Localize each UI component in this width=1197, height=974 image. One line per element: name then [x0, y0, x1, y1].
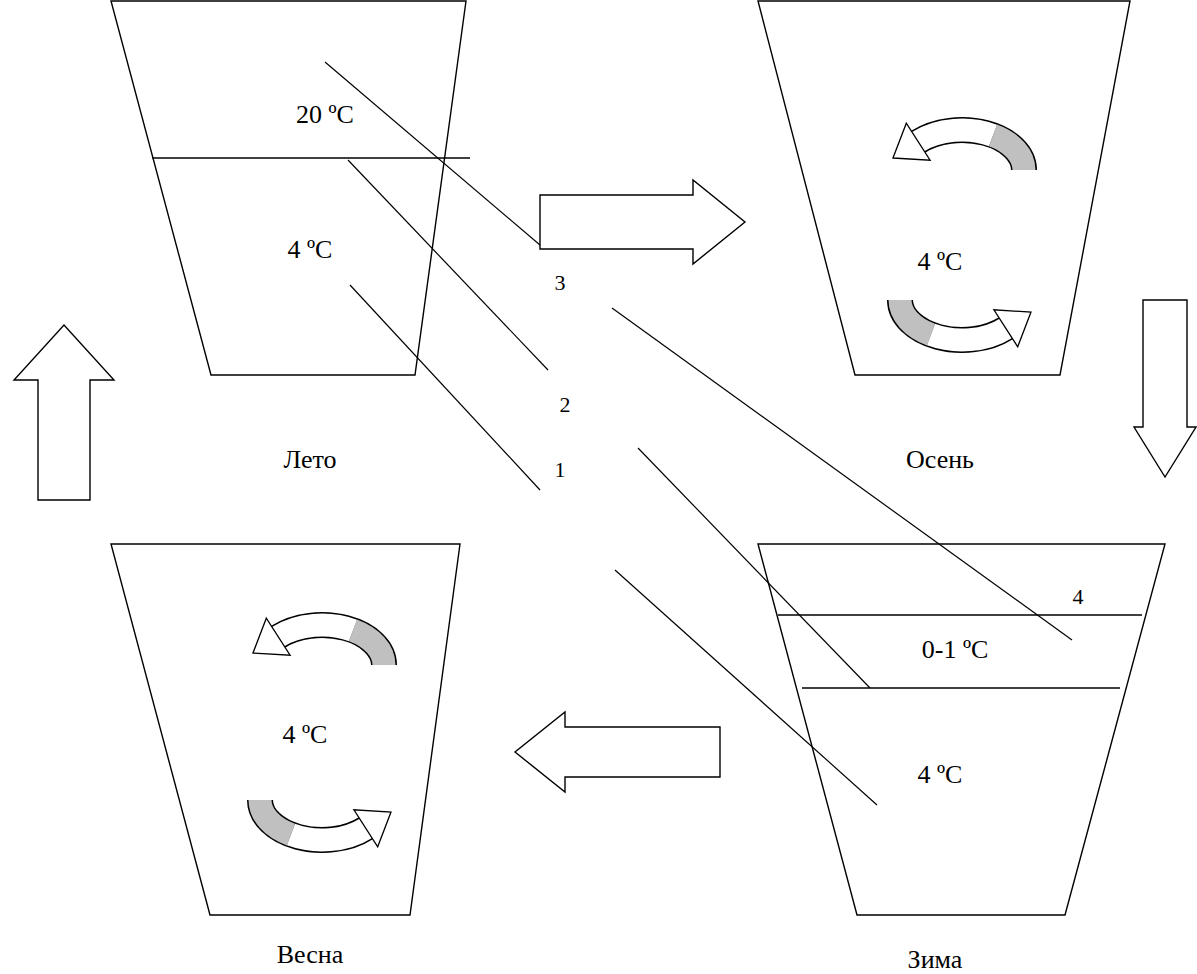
- temperature-label: 0-1 ºC: [920, 635, 991, 665]
- lake-trapezoid: [111, 544, 460, 915]
- callout-number: 4: [1071, 584, 1086, 609]
- lake-trapezoid: [758, 1, 1130, 375]
- circulation-arrows: [893, 123, 1031, 347]
- ribbon-grey: [993, 135, 1024, 170]
- lake-section: 20 ºC 4 ºC Лето: [110, 0, 470, 480]
- circulation-arrows: [253, 618, 391, 847]
- leader-line: [348, 160, 548, 370]
- season-arrow: [14, 325, 114, 500]
- season-arrow: [1134, 300, 1196, 477]
- ribbon-outline: [278, 625, 384, 665]
- leader-line: [612, 308, 1072, 640]
- lake-trapezoid: [111, 1, 466, 375]
- callout-number: 1: [553, 457, 568, 482]
- ribbon-grey: [260, 800, 291, 835]
- lake-trapezoid: [758, 544, 1165, 915]
- leader-line: [638, 448, 870, 688]
- lake-outline: [110, 543, 462, 973]
- thermocline-line: [152, 157, 470, 158]
- season-arrow: [515, 712, 720, 792]
- layer-lines: [152, 158, 1142, 688]
- lake-outline: [757, 543, 1167, 974]
- season-caption: Лето: [281, 445, 338, 475]
- ribbon-outline: [260, 800, 366, 840]
- season-caption: Весна: [275, 940, 346, 970]
- ribbon-head: [354, 810, 391, 847]
- leader-line: [350, 285, 540, 490]
- ribbon-grey: [900, 300, 931, 335]
- leader-line: [325, 62, 540, 245]
- callout-number: 3: [553, 270, 568, 295]
- temperature-label: 4 ºC: [916, 247, 965, 277]
- lake-section: 4 ºC Весна: [110, 543, 462, 973]
- ribbon-outline: [918, 130, 1024, 170]
- ribbon-white: [278, 625, 353, 637]
- leader-lines: [325, 62, 1072, 805]
- ribbon-outline: [900, 300, 1006, 340]
- ribbon-head: [253, 618, 290, 655]
- lake-outline: [757, 0, 1132, 480]
- temperature-label: 4 ºC: [916, 760, 965, 790]
- ribbon-white: [931, 328, 1006, 340]
- temperature-label: 4 ºC: [286, 235, 335, 265]
- lake-section: 0-1 ºC 4 ºC Зима: [757, 543, 1167, 974]
- ribbon-white: [291, 828, 366, 840]
- ribbon-grey: [353, 630, 384, 665]
- ribbon-head: [893, 123, 930, 160]
- season-caption: Зима: [906, 945, 965, 974]
- lake-section: 4 ºC Осень: [757, 0, 1132, 480]
- temperature-label: 4 ºC: [281, 720, 330, 750]
- ribbon-head: [994, 310, 1031, 347]
- season-caption: Осень: [904, 445, 976, 475]
- temperature-label: 20 ºC: [294, 100, 356, 130]
- season-arrow: [540, 180, 745, 264]
- ice-line: [778, 614, 1142, 615]
- layer-line: [802, 687, 1120, 688]
- ribbon-white: [918, 130, 993, 142]
- callout-number: 2: [558, 392, 573, 417]
